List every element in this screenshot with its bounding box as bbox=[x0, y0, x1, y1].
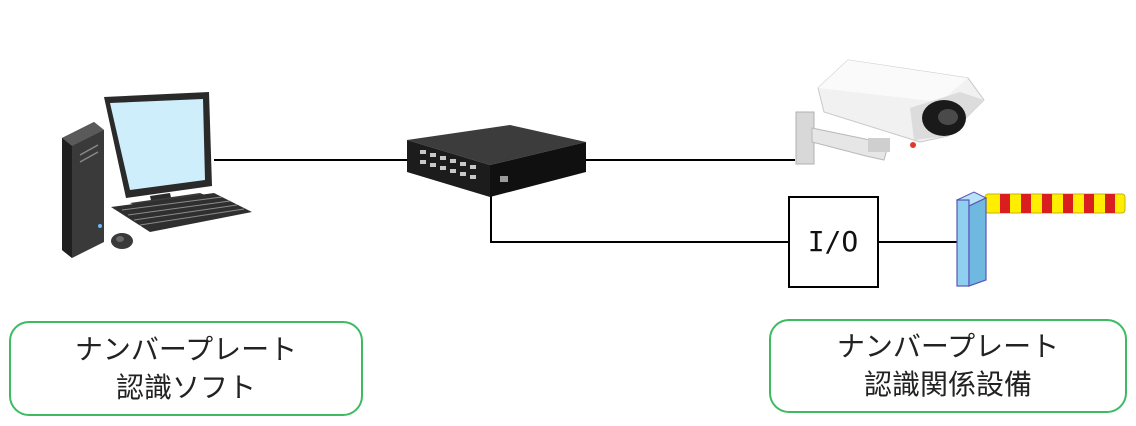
gate-arm-stripes bbox=[1000, 194, 1115, 213]
io-label: I/O bbox=[808, 225, 859, 258]
connection-lines bbox=[214, 159, 957, 243]
network-switch-icon bbox=[407, 125, 586, 197]
license-plate-recognition-equipment-label: ナンバープレート 認識関係設備 bbox=[769, 319, 1127, 413]
right-label-line1: ナンバープレート bbox=[836, 330, 1060, 363]
left-label-line1: ナンバープレート bbox=[74, 332, 298, 366]
right-label-line2: 認識関係設備 bbox=[863, 368, 1032, 401]
monitor-screen bbox=[110, 99, 205, 190]
io-module: I/O bbox=[788, 196, 879, 288]
license-plate-recognition-software-label: ナンバープレート 認識ソフト bbox=[9, 321, 363, 416]
barrier-gate-icon bbox=[955, 191, 1126, 287]
left-label-line2: 認識ソフト bbox=[115, 370, 256, 404]
desktop-computer-icon bbox=[62, 92, 252, 258]
security-camera-icon bbox=[795, 59, 985, 165]
switch-to-io-line bbox=[490, 192, 790, 243]
